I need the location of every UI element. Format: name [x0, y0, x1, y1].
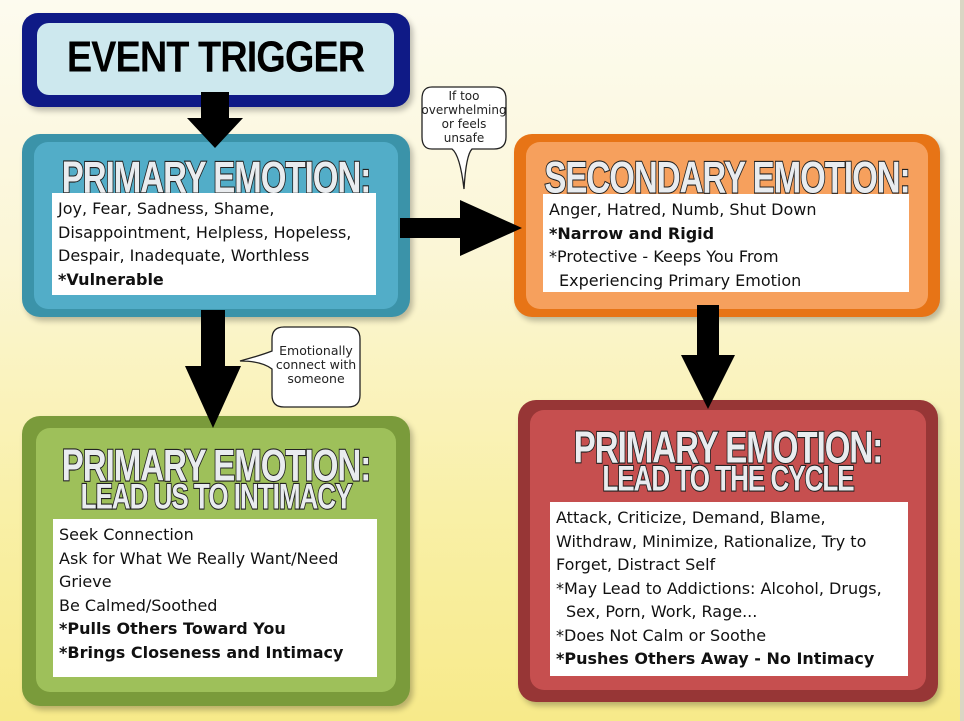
- callout-line: or feels: [441, 117, 487, 131]
- list-item: Withdraw, Minimize, Rationalize, Try to: [556, 531, 867, 551]
- intimacy-list: Seek Connection Ask for What We Really W…: [53, 519, 377, 677]
- list-item: Attack, Criticize, Demand, Blame,: [556, 508, 826, 527]
- event-trigger-inner: EVENT TRIGGER: [37, 23, 394, 95]
- list-item: Be Calmed/Soothed: [59, 595, 218, 615]
- callout-line: If too: [448, 89, 480, 103]
- callout-line: unsafe: [443, 131, 485, 145]
- cycle-subtitle: LEAD TO THE CYCLE: [602, 457, 856, 500]
- list-item: *May Lead to Addictions: Alcohol, Drugs,: [556, 578, 882, 598]
- list-item: Anger, Hatred, Numb, Shut Down: [549, 200, 817, 219]
- arrow-down-event-to-primary: [187, 92, 243, 148]
- event-trigger-box: EVENT TRIGGER: [22, 13, 410, 107]
- callout-bubble-connect: [239, 326, 361, 408]
- intimacy-subtitle: LEAD US TO INTIMACY: [80, 475, 353, 518]
- list-item: *Does Not Calm or Soothe: [556, 625, 767, 645]
- list-item: Grieve: [59, 572, 112, 591]
- callout-line: connect with: [275, 357, 357, 372]
- callout-connect: Emotionally connect with someone: [272, 344, 360, 386]
- list-item: Disappointment, Helpless, Hopeless,: [58, 222, 352, 242]
- callout-line: overwhelming: [421, 103, 507, 117]
- primary-emotion-list: Joy, Fear, Sadness, Shame, Disappointmen…: [52, 193, 376, 295]
- list-item: Experiencing Primary Emotion: [559, 270, 802, 290]
- arrow-right-primary-to-secondary: [400, 200, 522, 256]
- list-item: *Narrow and Rigid: [549, 223, 715, 243]
- intimacy-title: PRIMARY EMOTION:: [61, 439, 372, 491]
- list-item: Sex, Porn, Work, Rage...: [566, 602, 758, 621]
- list-item: *Brings Closeness and Intimacy: [59, 642, 344, 662]
- list-item: Joy, Fear, Sadness, Shame,: [58, 199, 275, 218]
- list-item: Ask for What We Really Want/Need: [59, 548, 339, 568]
- list-item: Seek Connection: [59, 525, 194, 544]
- arrow-down-secondary-to-cycle: [681, 305, 735, 409]
- list-item: Despair, Inadequate, Worthless: [58, 246, 310, 265]
- callout-overwhelming: If too overwhelming or feels unsafe: [420, 89, 508, 145]
- arrow-down-primary-to-intimacy: [185, 310, 241, 428]
- list-item: *Pulls Others Toward You: [59, 619, 286, 638]
- list-item: Forget, Distract Self: [556, 555, 716, 574]
- event-trigger-title: EVENT TRIGGER: [66, 33, 365, 83]
- cycle-title: PRIMARY EMOTION:: [573, 421, 884, 473]
- callout-bubble-overwhelming: [421, 86, 507, 190]
- secondary-emotion-list: Anger, Hatred, Numb, Shut Down *Narrow a…: [543, 194, 909, 292]
- page-edge: [960, 0, 964, 721]
- list-item: *Protective - Keeps You From: [549, 247, 779, 266]
- list-item: *Vulnerable: [58, 269, 164, 289]
- callout-line: Emotionally: [279, 343, 353, 358]
- list-item: *Pushes Others Away - No Intimacy: [556, 649, 875, 668]
- callout-line: someone: [287, 371, 345, 386]
- cycle-list: Attack, Criticize, Demand, Blame, Withdr…: [550, 502, 908, 676]
